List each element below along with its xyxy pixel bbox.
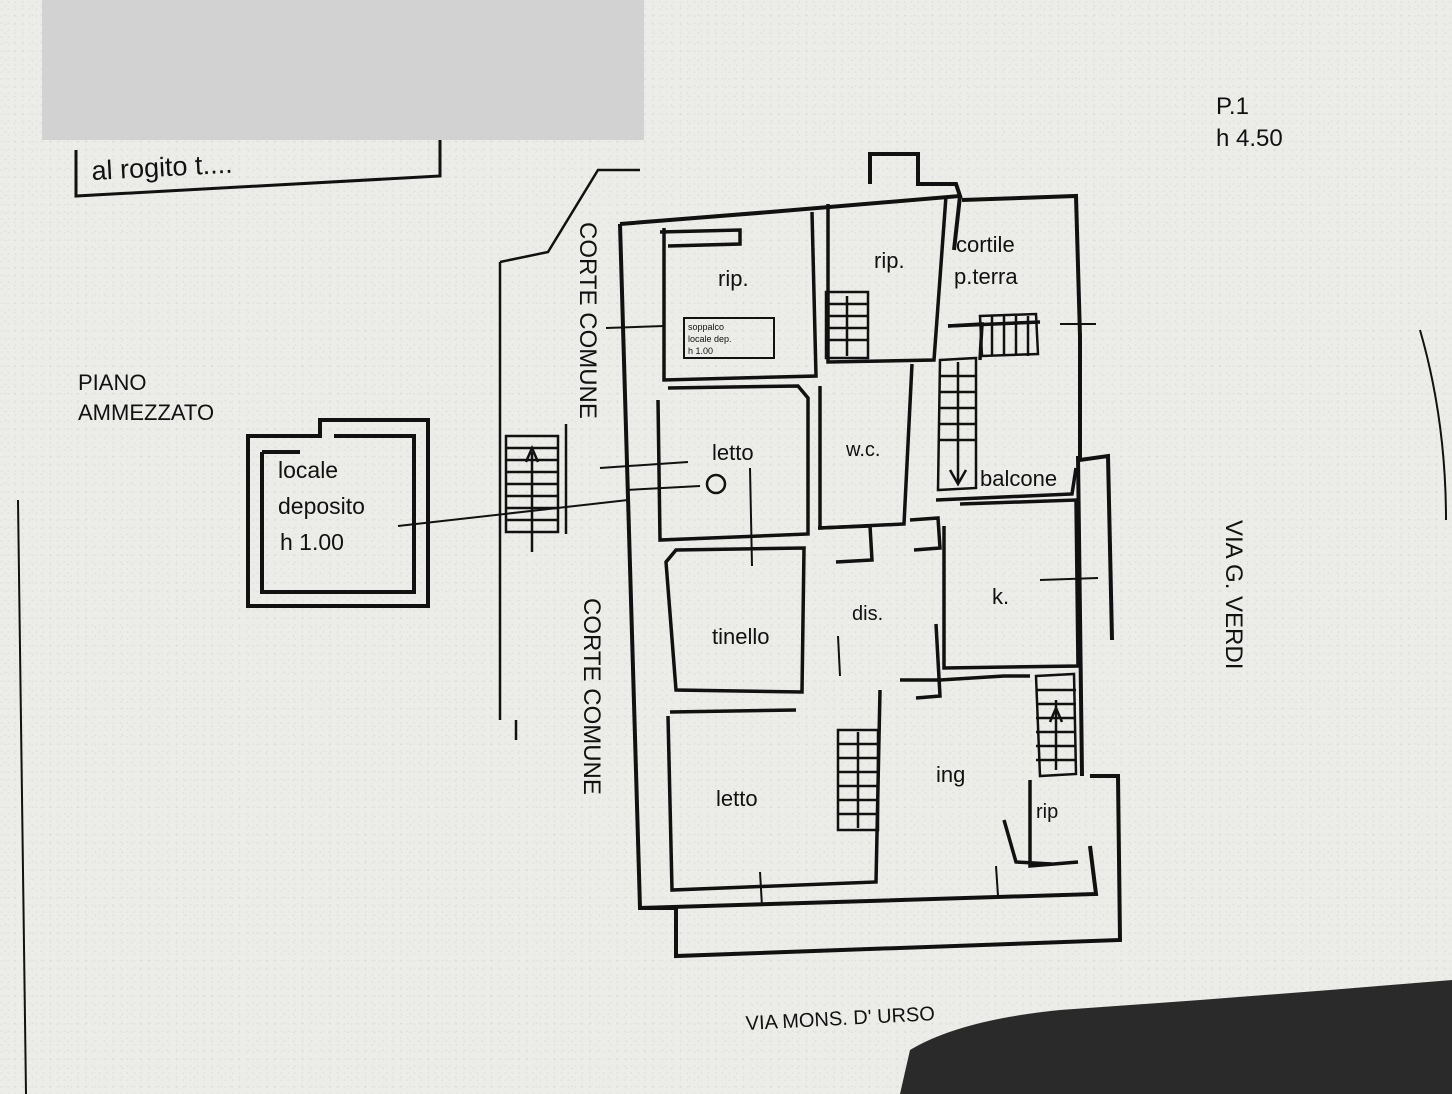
room-dis: dis. — [852, 603, 883, 625]
street-corte-comune-bottom: CORTE COMUNE — [578, 598, 605, 795]
corte-staircase — [504, 434, 560, 552]
street-via-urso: VIA MONS. D' URSO — [745, 1003, 935, 1035]
room-wc: w.c. — [845, 439, 880, 461]
room-tinello: tinello — [712, 624, 769, 649]
scan-shadow — [900, 980, 1452, 1094]
room-rip-small: rip — [1036, 801, 1058, 823]
dimension-ticks — [599, 323, 1099, 907]
building-walls — [618, 152, 1123, 959]
rogito-text: al rogito t.... — [91, 149, 233, 186]
room-cortile-1: cortile — [956, 232, 1015, 257]
courtyard-lines — [498, 168, 640, 740]
note-line-1: soppalco — [688, 322, 724, 332]
deposito-label-3: h 1.00 — [280, 529, 344, 555]
room-rip-left: rip. — [718, 266, 749, 291]
note-line-3: h 1.00 — [688, 346, 713, 356]
cortile-staircase — [936, 312, 1040, 492]
edge-arc — [1419, 329, 1447, 521]
rogito-box — [74, 140, 442, 198]
left-edge-line — [17, 499, 27, 1094]
room-letto-bottom: letto — [716, 786, 758, 811]
mezzanine-title-1: PIANO — [78, 370, 146, 395]
redaction-block — [42, 0, 644, 140]
floor-code: P.1 — [1216, 93, 1249, 120]
room-kitchen: k. — [992, 584, 1009, 609]
note-line-2: locale dep. — [688, 334, 732, 344]
deposito-label-2: deposito — [278, 493, 365, 519]
central-staircase — [836, 728, 880, 832]
floor-height: h 4.50 — [1216, 125, 1283, 152]
street-corte-comune-top: CORTE COMUNE — [574, 222, 601, 419]
deposito-label-1: locale — [278, 457, 338, 483]
room-letto-top: letto — [712, 440, 754, 465]
fixture-symbol — [705, 473, 727, 495]
soppalco-note — [683, 317, 775, 359]
deposito-room — [246, 418, 430, 608]
room-rip-right: rip. — [874, 248, 905, 273]
ing-staircase — [1034, 672, 1078, 778]
room-ing: ing — [936, 762, 965, 787]
street-via-verdi: VIA G. VERDI — [1220, 520, 1247, 669]
rip-staircase — [824, 290, 870, 360]
room-balcone: balcone — [980, 466, 1057, 491]
mezzanine-title-2: AMMEZZATO — [78, 400, 214, 425]
room-cortile-2: p.terra — [954, 264, 1018, 289]
